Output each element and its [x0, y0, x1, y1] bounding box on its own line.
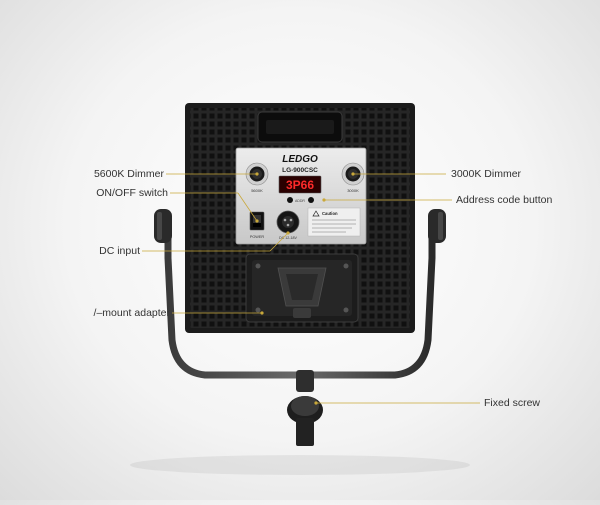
- model-label: LG-900CSC: [282, 167, 318, 174]
- svg-text:POWER: POWER: [250, 235, 265, 239]
- fixed-screw-mount: [287, 370, 323, 446]
- address-down-button: [287, 197, 293, 203]
- svg-text:3000K: 3000K: [347, 188, 359, 193]
- v-mount-adapter: [245, 253, 359, 323]
- callout-3000k-dimmer: 3000K Dimmer: [451, 168, 522, 180]
- brand-logo: LEDGO: [282, 154, 318, 165]
- display-readout: 3P66: [286, 178, 314, 192]
- led-display: [278, 175, 322, 194]
- callout-fixed-screw: Fixed screw: [484, 397, 541, 409]
- caution-label: Caution: [307, 207, 361, 237]
- callout-mount-adapter: /–mount adapter: [93, 307, 170, 319]
- power-switch: POWER: [249, 211, 265, 239]
- callout-on-off-switch: ON/OFF switch: [96, 187, 168, 199]
- address-up-button: [308, 197, 314, 203]
- svg-text:ADDR: ADDR: [295, 199, 305, 203]
- svg-text:5600K: 5600K: [251, 188, 263, 193]
- svg-text:DC 12-18V: DC 12-18V: [279, 236, 297, 240]
- callout-dc-input: DC input: [99, 245, 140, 257]
- right-side-knob: [428, 209, 446, 243]
- callout-5600k-dimmer: 5600K Dimmer: [93, 168, 164, 180]
- svg-text:Caution: Caution: [322, 211, 338, 216]
- left-side-knob: [154, 209, 172, 243]
- dc-input-connector: DC 12-18V: [276, 210, 300, 240]
- callout-address-code-button: Address code button: [456, 194, 553, 206]
